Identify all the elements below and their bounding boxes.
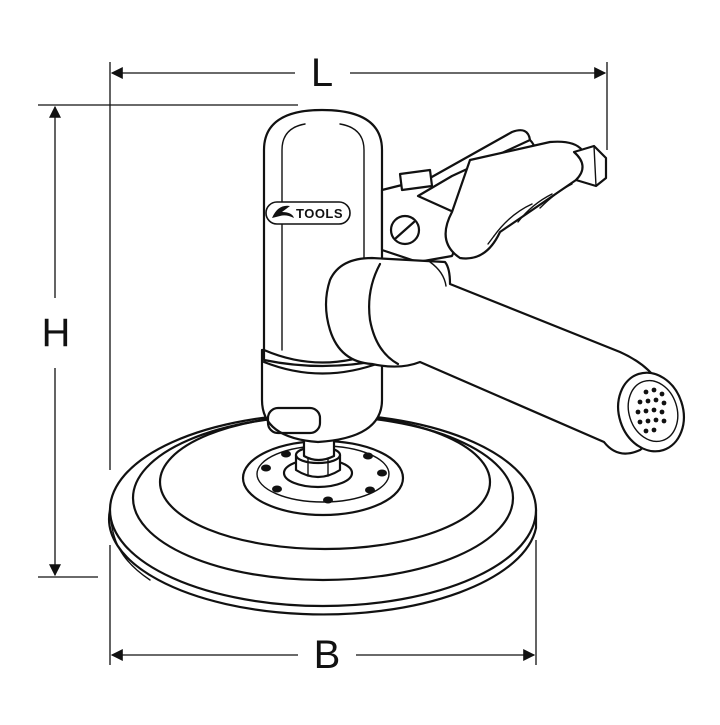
flange-hole [261,464,271,472]
flange-hole [281,450,291,458]
side-handle-body [324,256,668,455]
pad-edge-left [109,511,151,581]
flange-hole [323,496,333,504]
flange-hole [363,452,373,460]
grip-ridge [517,193,553,223]
end-cap-inner [627,379,679,443]
dimension-base: B [109,540,537,677]
ks-tools-logo-icon [272,205,294,218]
grip-ridge [487,235,495,245]
lever-clip [398,168,434,192]
vent-holes-icon [635,387,667,434]
flange-hole [365,486,375,494]
pivot-slot [394,220,416,240]
air-inlet-edge [593,145,597,187]
side-handle-end-cap [617,371,685,453]
length-label: L [311,51,333,95]
base-label: B [314,633,341,677]
dimension-length: L [109,51,608,470]
air-inlet [572,144,608,188]
flange-hole [377,469,387,477]
flange [241,438,405,517]
motor-highlight-left [281,123,306,351]
spindle-lock-button [266,406,322,435]
motor-seam-lower [262,360,384,375]
backing-pad [107,412,538,616]
grip-ridge [493,203,533,237]
air-handle [380,129,608,264]
dimension-height: H [38,104,298,578]
handle-grip [444,140,587,260]
gear-housing-body [260,348,384,444]
side-handle-collar [368,262,400,366]
collar-edge [429,261,447,287]
logo-text: TOOLS [296,206,343,221]
grip-ridge [539,183,573,209]
flange-hole [272,485,282,493]
brand-logo: TOOLS [265,201,351,225]
height-label: H [42,311,71,355]
gear-housing [260,348,384,444]
spindle-shaft [302,438,336,462]
side-handle [324,256,685,455]
motor-highlight-right [339,123,365,351]
